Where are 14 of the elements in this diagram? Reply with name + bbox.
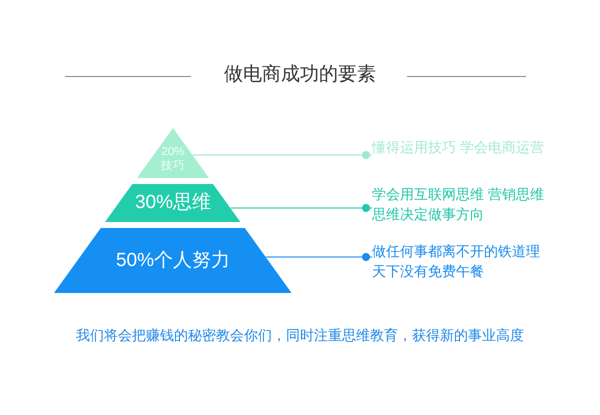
leader-line xyxy=(230,204,372,212)
pyramid-middle-tier xyxy=(105,184,241,222)
tier-label: 50%个人努力 xyxy=(116,248,230,272)
tier-description: 做任何事都离不开的铁道理天下没有免费午餐 xyxy=(372,241,546,281)
caption: 我们将会把赚钱的秘密教会你们，同时注重思维教育，获得新的事业高度 xyxy=(76,326,524,344)
tier-description: 懂得运用技巧 学会电商运营 xyxy=(372,137,544,157)
pyramid-base-tier xyxy=(54,228,292,293)
tier-label: 30%思维 xyxy=(134,191,211,215)
tier-description: 学会用互联网思维 营销思维思维决定做事方向 xyxy=(372,184,550,224)
leader-line xyxy=(265,253,372,261)
title: 做电商成功的要素 xyxy=(224,63,376,87)
pyramid-apex xyxy=(137,128,209,178)
tier-label: 20%技巧 xyxy=(160,145,186,173)
leader-line xyxy=(192,151,372,159)
